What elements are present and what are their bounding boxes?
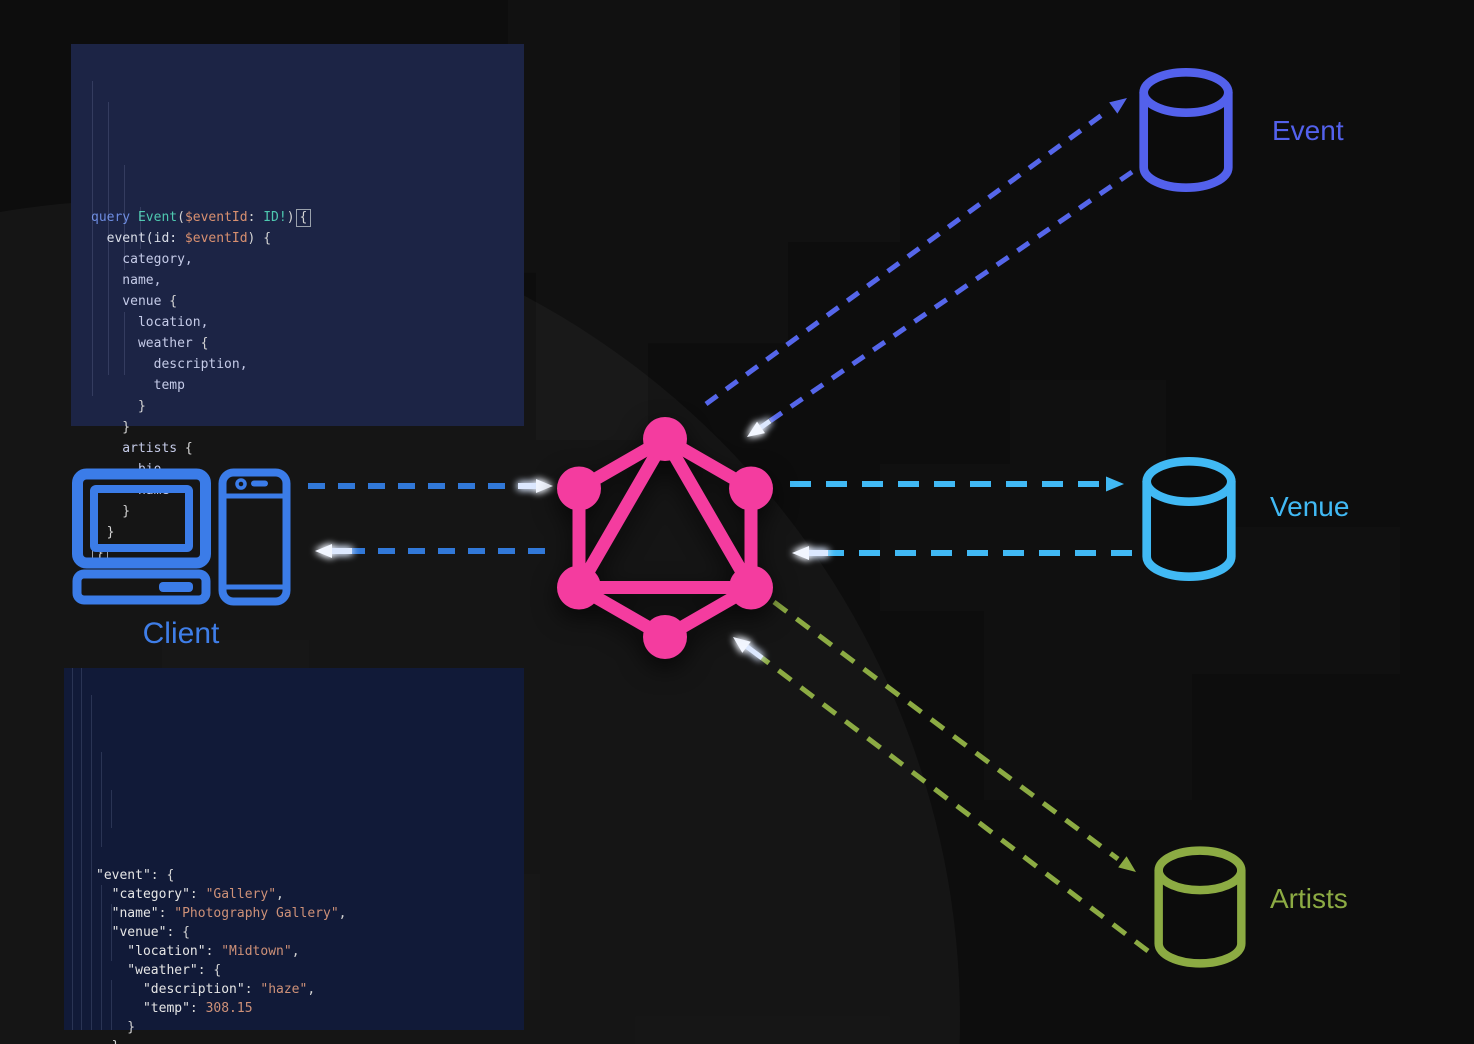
indent-guide	[91, 695, 92, 1030]
event-db-label: Event	[1272, 115, 1344, 146]
code-line: "temp": 308.15	[96, 1001, 253, 1016]
code-line: category,	[91, 252, 193, 267]
indent-guide	[92, 81, 93, 396]
code-line: "description": "haze",	[96, 982, 316, 997]
code-line: temp	[91, 378, 185, 393]
json-response-code-block: "event": { "category": "Gallery", "name"…	[64, 668, 524, 1044]
artists-db-label: Artists	[1270, 883, 1348, 914]
code-line: }	[91, 543, 524, 564]
indent-guide	[111, 790, 112, 828]
indent-guide	[108, 102, 109, 375]
indent-guide	[111, 980, 112, 1030]
code-line: artists {	[91, 441, 193, 456]
indent-guide	[111, 904, 112, 961]
background-shape	[880, 380, 1400, 800]
code-line: }	[96, 1020, 136, 1035]
code-line: "category": "Gallery",	[96, 887, 284, 902]
indent-guide	[81, 668, 82, 1030]
code-line: }	[91, 399, 146, 414]
indent-guide	[101, 752, 102, 847]
graphql-logo	[557, 417, 773, 659]
code-line: "weather": {	[96, 963, 222, 978]
code-line: weather {	[91, 336, 209, 351]
code-line: event(id: $eventId) {	[91, 231, 272, 246]
code-line: }	[91, 525, 115, 540]
event-database-icon	[1139, 67, 1233, 192]
venue-database-icon	[1142, 456, 1236, 581]
code-line: }	[91, 420, 131, 435]
client-label: Client	[142, 617, 220, 650]
code-line: location,	[91, 315, 209, 330]
artists-database-icon	[1154, 846, 1246, 968]
code-line: venue {	[91, 294, 178, 309]
code-line: },	[96, 1037, 524, 1044]
indent-guide	[101, 885, 102, 1030]
code-line: name,	[91, 273, 162, 288]
desktop-computer-icon	[72, 468, 211, 605]
smartphone-icon	[218, 468, 291, 606]
indent-guide	[72, 668, 73, 1030]
code-line: description,	[91, 357, 248, 372]
code-line: }	[91, 504, 131, 519]
indent-guide	[124, 165, 125, 270]
indent-guide	[140, 207, 141, 249]
code-line: query Event($eventId: ID!){	[91, 207, 524, 228]
code-line: "event": {	[96, 868, 175, 883]
code-line: "location": "Midtown",	[96, 944, 300, 959]
indent-guide	[124, 312, 125, 375]
json-response-text: "event": { "category": "Gallery", "name"…	[96, 866, 524, 1044]
graphql-query-code-block: query Event($eventId: ID!){ event(id: $e…	[71, 44, 524, 563]
venue-db-label: Venue	[1270, 491, 1350, 522]
code-line: "venue": {	[96, 925, 190, 940]
code-line: "name": "Photography Gallery",	[96, 906, 347, 921]
